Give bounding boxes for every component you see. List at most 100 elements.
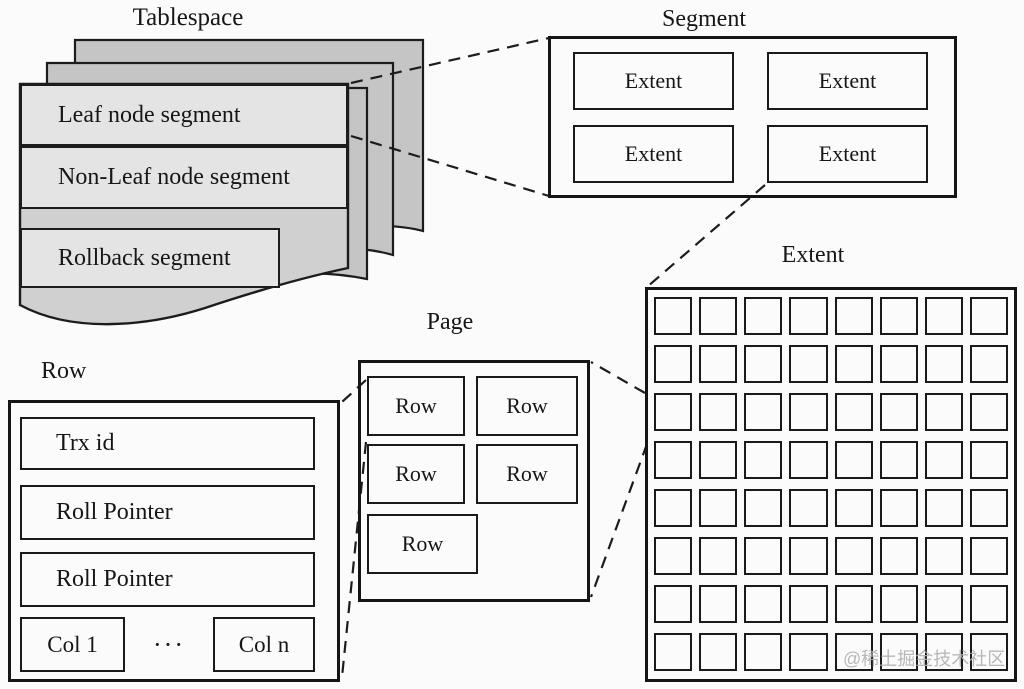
row-field-label: Roll Pointer [56,499,173,525]
page-row-label: Row [401,531,444,556]
page-row-label: Row [506,393,548,418]
extent-page-cell [789,393,828,431]
extent-page-cell [924,345,963,383]
page-row-label: Row [506,461,548,486]
extent-page-cell [834,633,873,671]
extent-page-cell [699,585,738,623]
extent-page-cell [744,633,783,671]
segment-extent-label: Extent [818,141,877,166]
extent-page-cell [969,585,1008,623]
extent-page-cell [789,441,828,479]
extent-page-cell [879,537,918,575]
page-row-label: Row [395,461,437,486]
rollback-segment-label: Rollback segment [58,244,231,271]
extent-page-cell [969,537,1008,575]
page-title: Page [426,309,474,335]
extent-page-cell [699,297,738,335]
segment-extent-label: Extent [624,141,683,166]
segment-extent-box: Extent [573,52,734,110]
row-field-box: Roll Pointer [20,485,315,540]
segment-extent-label: Extent [818,68,877,93]
extent-page-cell [654,585,693,623]
extent-page-cell [834,537,873,575]
extent-page-cell [969,489,1008,527]
page-row-group: Row [367,514,478,574]
extent-page-cell [879,585,918,623]
extent-page-cell [834,489,873,527]
extent-page-cell [744,345,783,383]
extent-page-cell [654,489,693,527]
row-field-box: Roll Pointer [20,552,315,607]
page-row-box: Row [367,376,465,436]
extent-page-cell [789,297,828,335]
extent-page-cell [834,441,873,479]
row-title: Row [41,358,87,384]
connector-extent-page-bottom [589,443,649,598]
extent-page-cell [789,585,828,623]
extent-page-cell [924,297,963,335]
extent-page-cell [969,297,1008,335]
extent-page-cell [879,633,918,671]
extent-page-cell [924,441,963,479]
segment-extent-box: Extent [767,52,928,110]
segment-title: Segment [662,6,746,32]
row-field-label: Roll Pointer [56,566,173,592]
extent-page-cell [699,489,738,527]
extent-title: Extent [781,242,845,268]
extent-page-cell [699,393,738,431]
segment-extent-box: Extent [767,125,928,183]
segment-extent-box: Extent [573,125,734,183]
page-row-box: Row [367,514,478,574]
extent-page-cell [879,489,918,527]
extent-page-cell [924,537,963,575]
connector-tablespace-segment-top [350,36,550,85]
extent-page-cell [654,441,693,479]
rollback-segment-bar: Rollback segment [20,228,280,288]
extent-page-cell [924,633,963,671]
extent-page-cell [834,393,873,431]
connector-extent-page-top [590,361,646,394]
row-field-box: Trx id [20,417,315,470]
extent-page-cell [924,393,963,431]
page-row-box: Row [476,376,578,436]
extent-page-cell [699,441,738,479]
col-last-box: Col n [213,617,315,672]
extent-page-cell [789,633,828,671]
extent-page-cell [699,537,738,575]
extent-page-cell [654,633,693,671]
extent-page-cell [969,345,1008,383]
ellipsis: ··· [153,629,185,659]
page-row-group: Row Row [367,444,578,504]
extent-page-cell [744,489,783,527]
non-leaf-node-segment-label: Non-Leaf node segment [58,164,290,190]
col-last-label: Col n [238,631,290,657]
extent-page-cell [969,393,1008,431]
extent-page-cell [789,489,828,527]
extent-page-cell [744,393,783,431]
extent-page-cell [744,585,783,623]
non-leaf-node-segment-bar: Non-Leaf node segment [20,146,348,209]
extent-page-cell [654,393,693,431]
leaf-node-segment-label: Leaf node segment [58,101,241,128]
extent-page-cell [789,345,828,383]
extent-page-cell [699,345,738,383]
tablespace-title: Tablespace [132,4,244,31]
col-first-label: Col 1 [47,631,98,657]
extent-page-cell [789,537,828,575]
extent-page-grid [648,290,1014,679]
page-row-box: Row [367,444,465,504]
col-first-box: Col 1 [20,617,125,672]
connector-segment-extent [646,184,766,288]
page-row-group: Row Row [367,376,578,436]
extent-box [645,287,1017,682]
page-row-box: Row [476,444,578,504]
extent-page-cell [834,585,873,623]
extent-page-cell [969,441,1008,479]
extent-page-cell [654,297,693,335]
extent-page-cell [699,633,738,671]
